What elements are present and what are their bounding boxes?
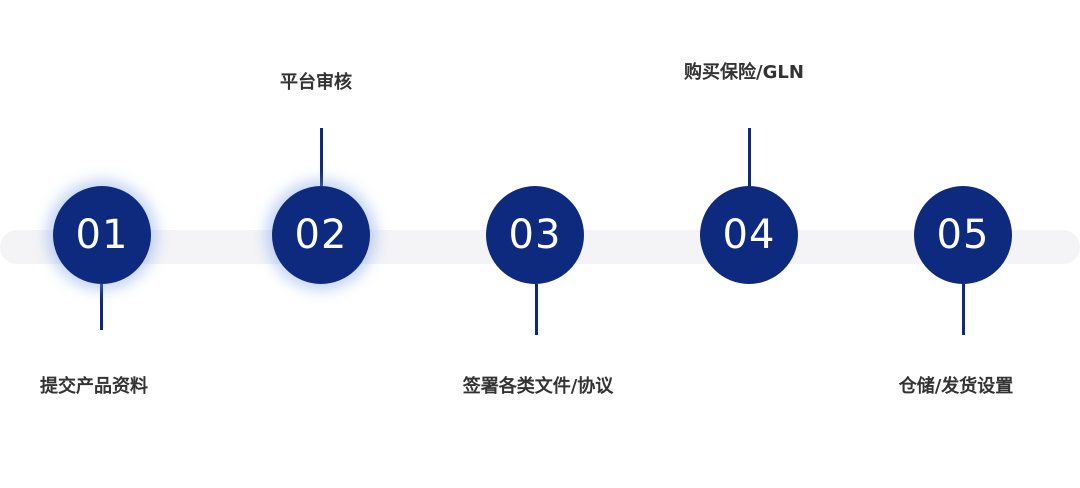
step-1-connector	[100, 284, 103, 330]
step-1-circle: 01	[53, 186, 151, 284]
step-3-circle: 03	[486, 186, 584, 284]
step-5-circle: 05	[914, 186, 1012, 284]
step-3-label: 签署各类文件/协议	[462, 376, 614, 397]
step-2-label: 平台审核	[280, 72, 352, 93]
step-4-circle: 04	[700, 186, 798, 284]
step-4-number: 04	[722, 212, 776, 258]
step-3-number: 03	[508, 212, 562, 258]
step-4-connector	[748, 128, 751, 186]
step-4-label: 购买保险/GLN	[684, 62, 804, 83]
step-2-connector	[320, 128, 323, 186]
step-1-label: 提交产品资料	[40, 376, 148, 397]
step-5-label: 仓储/发货设置	[898, 376, 1014, 397]
step-5-number: 05	[936, 212, 990, 258]
step-1-number: 01	[75, 212, 129, 258]
step-2-circle: 02	[272, 186, 370, 284]
step-5-connector	[962, 284, 965, 335]
step-3-connector	[535, 284, 538, 335]
step-2-number: 02	[294, 212, 348, 258]
